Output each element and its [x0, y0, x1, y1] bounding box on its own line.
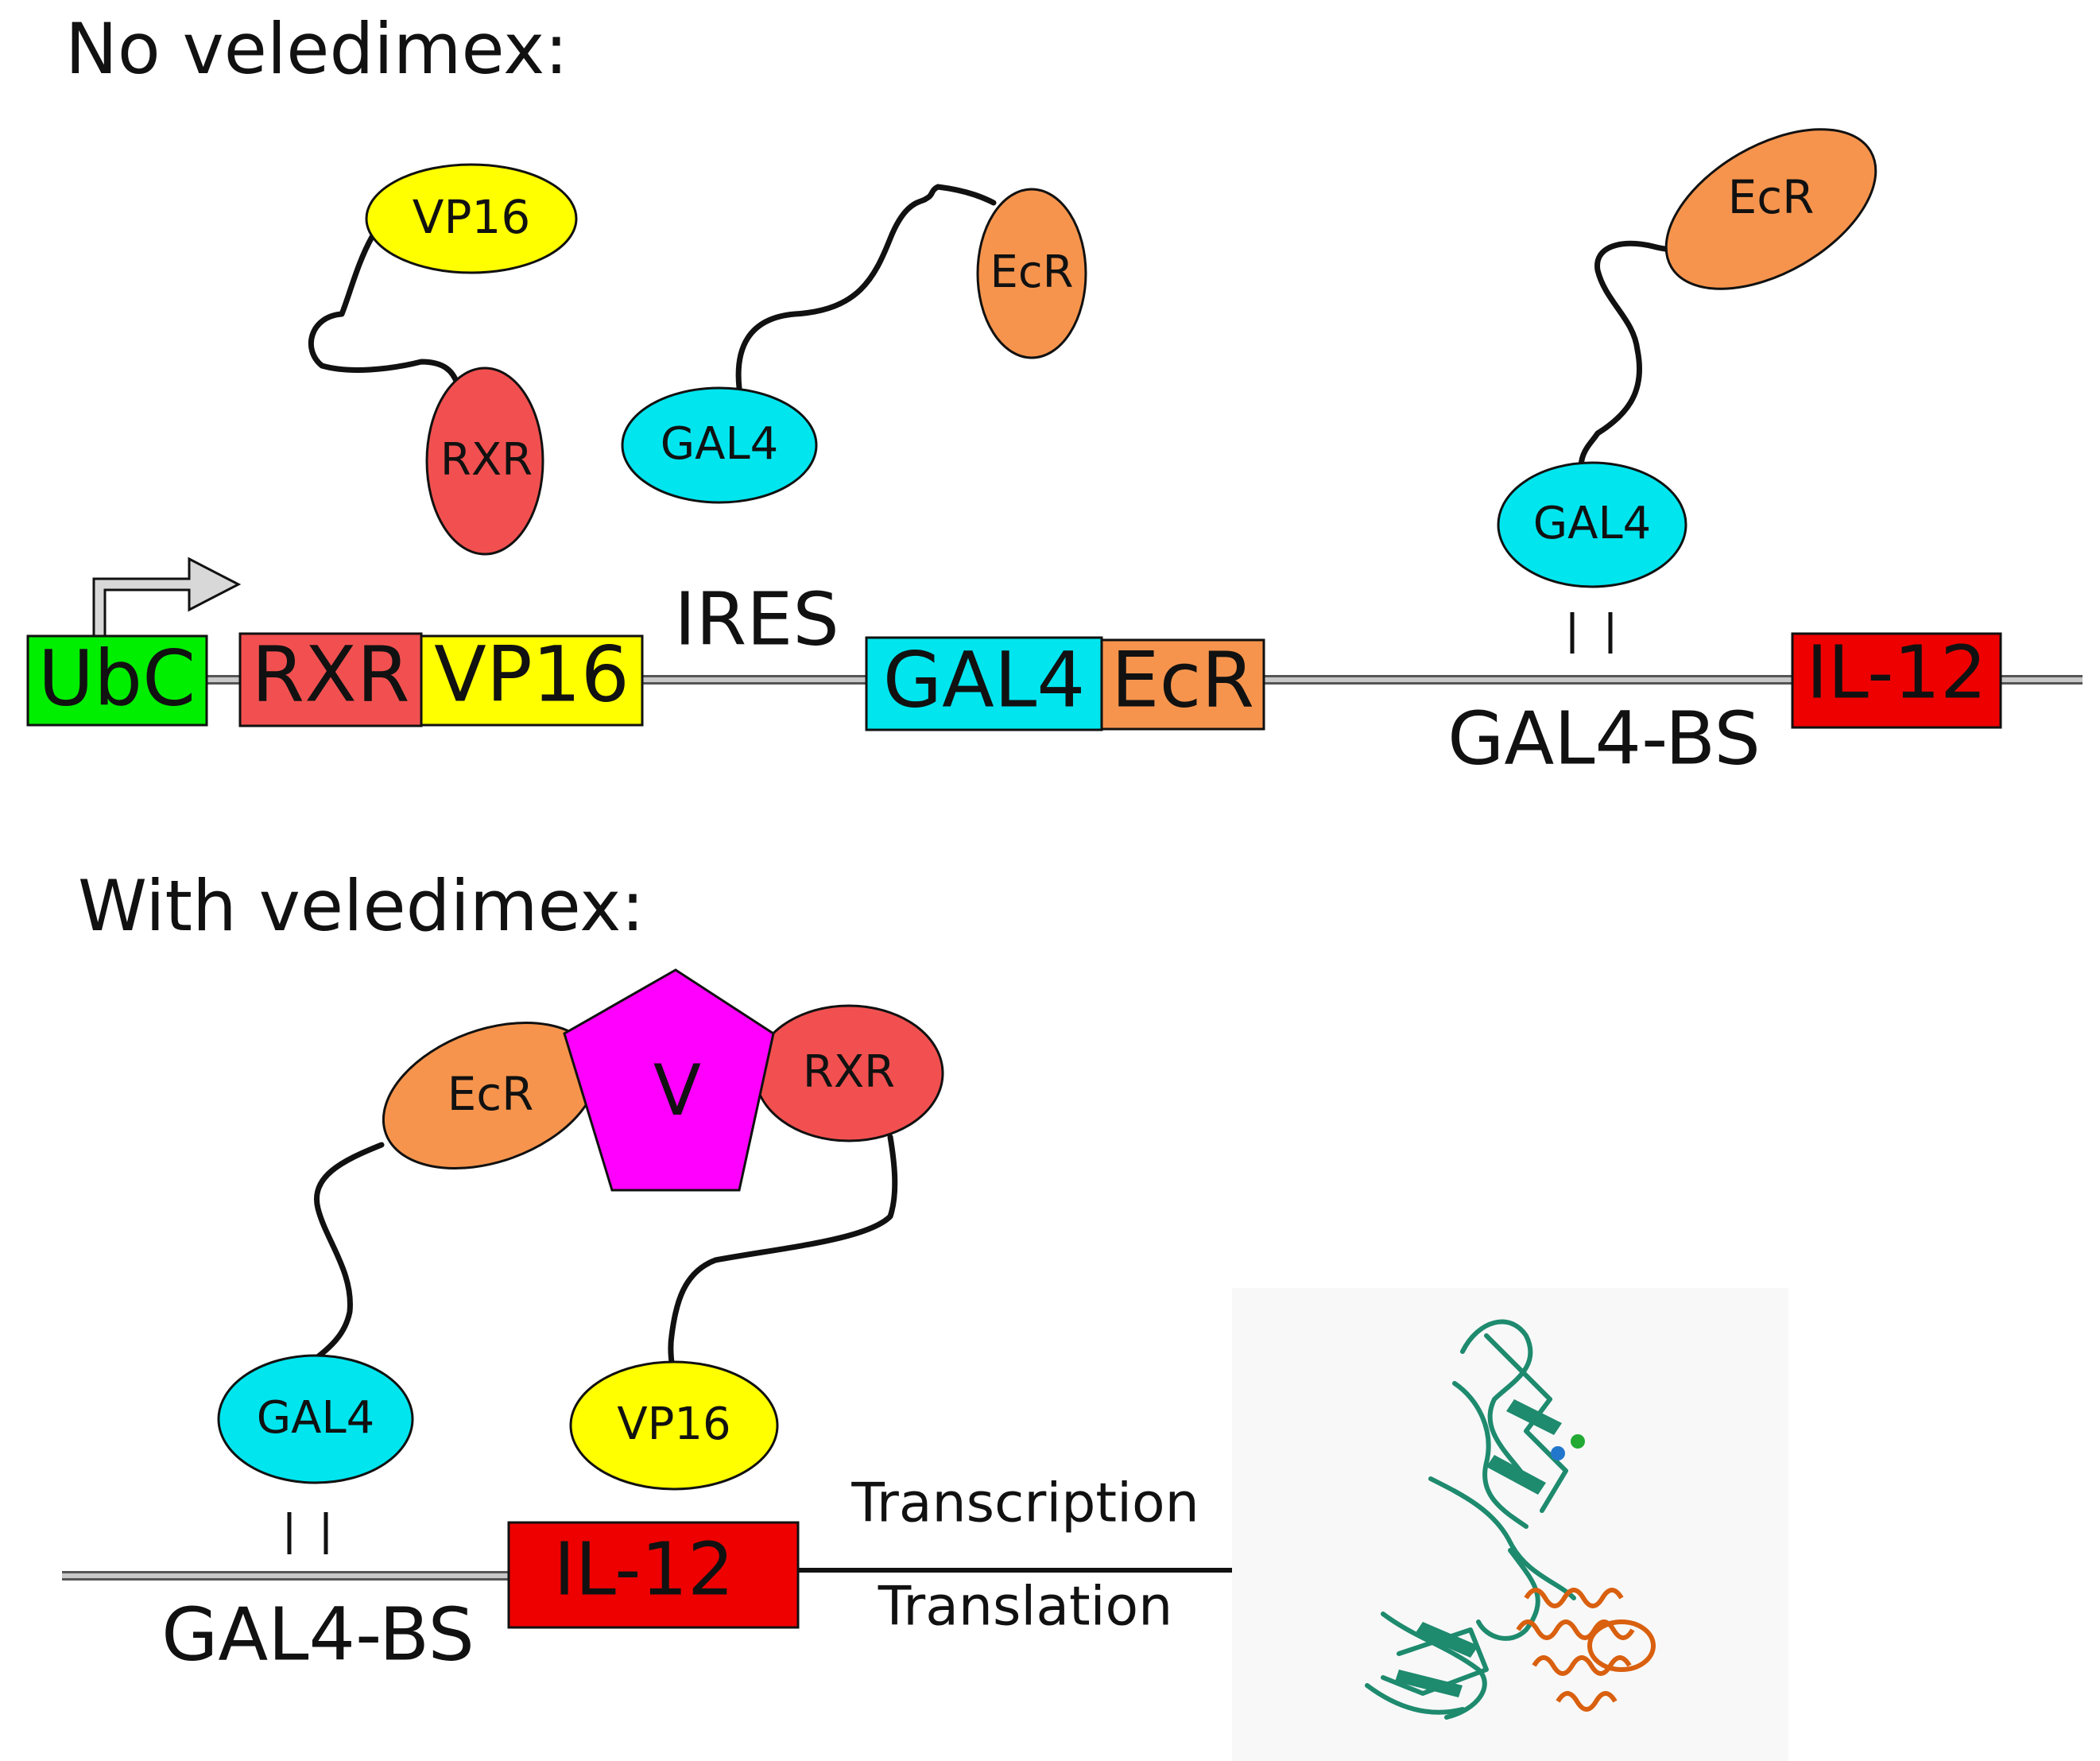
free-ecr-label: EcR — [990, 246, 1073, 298]
complex-ecr-label: EcR — [448, 1067, 534, 1121]
bound-gal4-label: GAL4 — [1533, 498, 1652, 549]
ubc-label: UbC — [38, 634, 196, 723]
free-gal4-oval — [621, 386, 818, 504]
heading-no-veledimex: No veledimex: — [65, 8, 568, 90]
free-rxr-label: RXR — [440, 434, 533, 486]
linker-rxr-vp16-complex — [668, 1134, 898, 1387]
transcription-label: Transcription — [850, 1472, 1199, 1535]
bottom-bs-label: GAL4-BS — [161, 1592, 475, 1677]
top-bs-label: GAL4-BS — [1447, 696, 1761, 781]
bound-ecr-oval — [1664, 128, 1877, 290]
vp16-block-label: VP16 — [434, 630, 630, 719]
free-vp16-oval — [365, 163, 578, 274]
top-il12-label: IL-12 — [1806, 630, 1986, 715]
veledimex-label: V — [653, 1049, 701, 1131]
heading-with-veledimex: With veledimex: — [78, 865, 645, 947]
promoter-arrow-icon — [92, 557, 242, 638]
free-ecr-oval — [976, 188, 1087, 359]
complex-gal4-label: GAL4 — [257, 1392, 375, 1444]
bottom-il12-label: IL-12 — [553, 1526, 734, 1612]
complex-vp16-label: VP16 — [617, 1398, 730, 1450]
gal4-block-label: GAL4 — [883, 635, 1086, 724]
translation-label: Translation — [878, 1576, 1173, 1639]
ubc-block — [26, 634, 208, 727]
complex-vp16-oval — [569, 1360, 779, 1491]
rxr-block-label: RXR — [251, 630, 409, 719]
il12-protein-structure-image — [1232, 1288, 1788, 1761]
bound-ecr-label: EcR — [1728, 170, 1815, 224]
free-rxr-oval — [425, 367, 544, 556]
top-il12-block — [1791, 632, 2002, 729]
linker-gal4-ecr-bound — [1578, 240, 1683, 480]
bottom-il12-block — [507, 1521, 800, 1629]
complex-rxr-label: RXR — [803, 1046, 895, 1098]
bound-gal4-oval — [1497, 461, 1687, 588]
ires-label: IRES — [674, 576, 839, 661]
ecr-block — [1100, 638, 1265, 731]
ecr-block-label: EcR — [1111, 635, 1254, 724]
free-gal4-label: GAL4 — [661, 418, 779, 470]
veledimex-pentagon — [563, 968, 775, 1192]
gal4-block — [865, 636, 1103, 731]
complex-gal4-oval — [217, 1354, 414, 1484]
linker-rxr-vp16 — [308, 234, 460, 386]
vp16-block — [420, 634, 644, 727]
free-vp16-label: VP16 — [413, 190, 530, 244]
linker-gal4-ecr-free — [735, 184, 997, 391]
